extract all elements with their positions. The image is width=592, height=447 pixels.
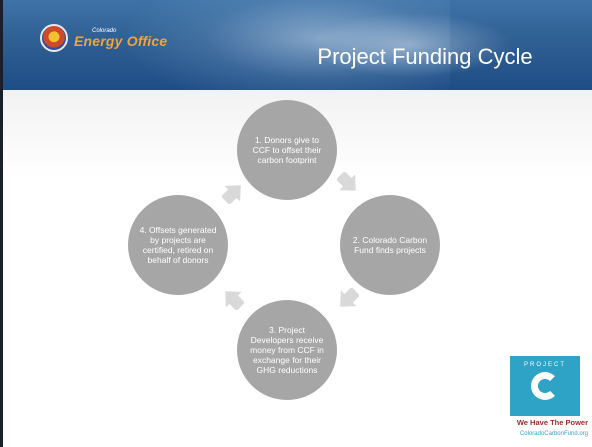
logo-small-text: Colorado [92,28,117,34]
c-logo-icon [531,372,559,400]
cycle-node-1-label: 1. Donors give to CCF to offset their ca… [252,135,322,165]
project-c-badge: PROJECT [510,356,580,416]
cycle-arrow-2-to-3 [337,288,359,310]
cycle-arrow-1-to-2 [337,172,359,194]
header-shine-decoration [300,10,520,80]
cycle-node-1: 1. Donors give to CCF to offset their ca… [237,100,337,200]
cycle-node-3: 3. Project Developers receive money from… [237,300,337,400]
cycle-node-3-label: 3. Project Developers receive money from… [250,325,324,375]
cycle-node-2-label: 2. Colorado Carbon Fund finds projects [352,235,428,255]
cycle-arrow-3-to-4 [222,288,244,310]
badge-text: PROJECT [523,362,566,368]
header-sky-decoration [120,0,450,90]
energy-office-logo: Colorado Energy Office [40,24,167,52]
logo-main-text: Energy Office [74,33,168,49]
colorado-seal-icon [40,24,68,52]
left-frame-border [0,0,3,447]
slide-header: Colorado Energy Office Project Funding C… [0,0,592,90]
cycle-node-2: 2. Colorado Carbon Fund finds projects [340,195,440,295]
slide-title: Project Funding Cycle [317,44,533,69]
cycle-node-4-label: 4. Offsets generated by projects are cer… [139,225,217,265]
website-url: ColoradoCarbonFund.org [519,431,588,437]
tagline: We Have The Power [516,418,588,427]
cycle-arrow-4-to-1 [222,182,244,204]
cycle-node-4: 4. Offsets generated by projects are cer… [128,195,228,295]
